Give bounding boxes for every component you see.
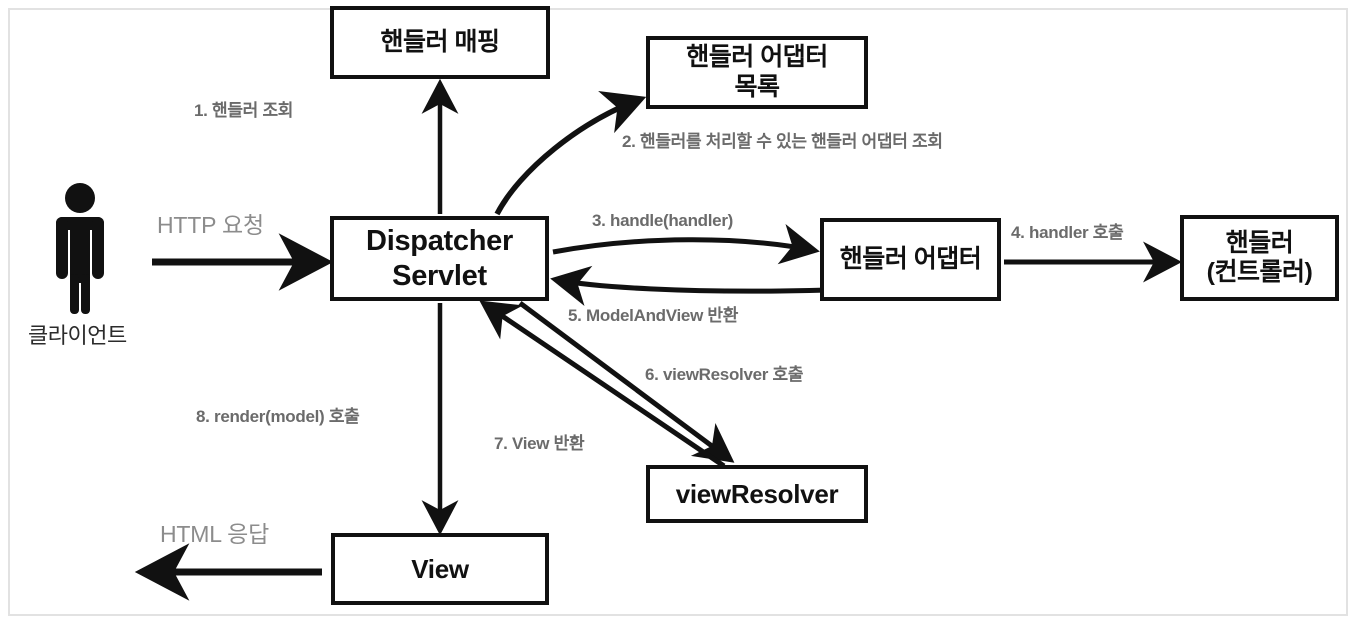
box-handler-mapping[interactable]: 핸들러 매핑 — [330, 6, 550, 79]
step-label-7: 7. View 반환 — [494, 434, 585, 453]
box-handler-adapter-label: 핸들러 어댑터 — [839, 244, 982, 273]
box-view-resolver-label: viewResolver — [675, 478, 839, 509]
box-dispatcher-servlet[interactable]: Dispatcher Servlet — [330, 216, 549, 301]
step-label-5: 5. ModelAndView 반환 — [568, 306, 739, 325]
arrow-step-2 — [494, 91, 647, 216]
client-actor-label: 클라이언트 — [28, 323, 127, 348]
person-icon — [56, 183, 104, 314]
edge-label-html-response: HTML 응답 — [160, 521, 270, 547]
step-label-3: 3. handle(handler) — [592, 211, 734, 230]
box-handler-controller[interactable]: 핸들러 (컨트롤러) — [1180, 215, 1339, 301]
step-label-4: 4. handler 호출 — [1011, 223, 1124, 242]
box-handler-adapter-list-label: 핸들러 어댑터 목록 — [686, 43, 828, 101]
box-view[interactable]: View — [331, 533, 549, 605]
client-actor — [48, 182, 112, 314]
box-handler-controller-label: 핸들러 (컨트롤러) — [1206, 228, 1313, 287]
box-handler-mapping-label: 핸들러 매핑 — [380, 27, 500, 56]
step-label-8: 8. render(model) 호출 — [196, 407, 360, 426]
edge-label-http-request: HTTP 요청 — [157, 212, 264, 238]
box-dispatcher-servlet-label: Dispatcher Servlet — [366, 225, 513, 292]
step-label-2: 2. 핸들러를 처리할 수 있는 핸들러 어댑터 조회 — [622, 132, 943, 151]
box-handler-adapter-list[interactable]: 핸들러 어댑터 목록 — [646, 36, 868, 109]
box-view-label: View — [411, 553, 469, 584]
box-handler-adapter[interactable]: 핸들러 어댑터 — [820, 218, 1001, 301]
step-label-1: 1. 핸들러 조회 — [194, 101, 294, 120]
step-label-6: 6. viewResolver 호출 — [645, 365, 804, 384]
arrow-step-3 — [552, 223, 820, 265]
box-view-resolver[interactable]: viewResolver — [646, 465, 868, 523]
